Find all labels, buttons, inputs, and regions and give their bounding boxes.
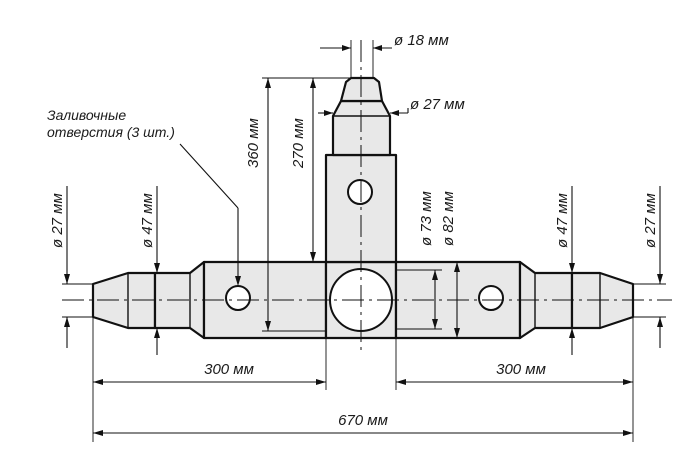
dim-length-total-670: 670 мм [93, 412, 633, 436]
fill-hole-right [478, 285, 504, 311]
label-len-total: 670 мм [338, 412, 388, 429]
dim-d73: ø 73 мм [396, 191, 442, 330]
label-d73: ø 73 мм [418, 191, 435, 246]
t-connector-body [91, 76, 635, 340]
dim-length-left-300: 300 мм [93, 361, 326, 385]
label-top-d18: ø 18 мм [394, 32, 449, 49]
label-h270: 270 мм [290, 118, 307, 169]
dim-length-right-300: 300 мм [396, 361, 633, 385]
dim-left-d27: ø 27 мм [49, 186, 93, 348]
dim-top-d18: ø 18 мм [320, 32, 449, 78]
label-h360: 360 мм [245, 118, 262, 168]
fill-hole-left [225, 285, 251, 311]
label-right-d27: ø 27 мм [642, 193, 659, 248]
label-left-d47: ø 47 мм [139, 193, 156, 248]
dim-d82: ø 82 мм [440, 191, 460, 338]
fill-hole-top [347, 179, 373, 205]
dim-right-d27: ø 27 мм [633, 186, 666, 348]
dim-top-d27: ø 27 мм [318, 96, 465, 116]
label-len-left: 300 мм [204, 361, 254, 378]
dim-height-270: 270 мм [290, 77, 342, 262]
label-d82: ø 82 мм [440, 191, 457, 246]
label-left-d27: ø 27 мм [49, 193, 66, 248]
label-right-d47: ø 47 мм [554, 193, 571, 248]
label-top-d27: ø 27 мм [410, 96, 465, 113]
callout-fill-holes: Заливочные отверстия (3 шт.) [47, 107, 241, 286]
label-len-right: 300 мм [496, 361, 546, 378]
dim-height-360: 360 мм [245, 77, 351, 332]
dim-left-d47: ø 47 мм [139, 186, 160, 355]
dim-right-d47: ø 47 мм [554, 186, 575, 355]
label-fill-holes-line1: Заливочные [47, 107, 126, 123]
label-fill-holes-line2: отверстия (3 шт.) [47, 124, 175, 140]
